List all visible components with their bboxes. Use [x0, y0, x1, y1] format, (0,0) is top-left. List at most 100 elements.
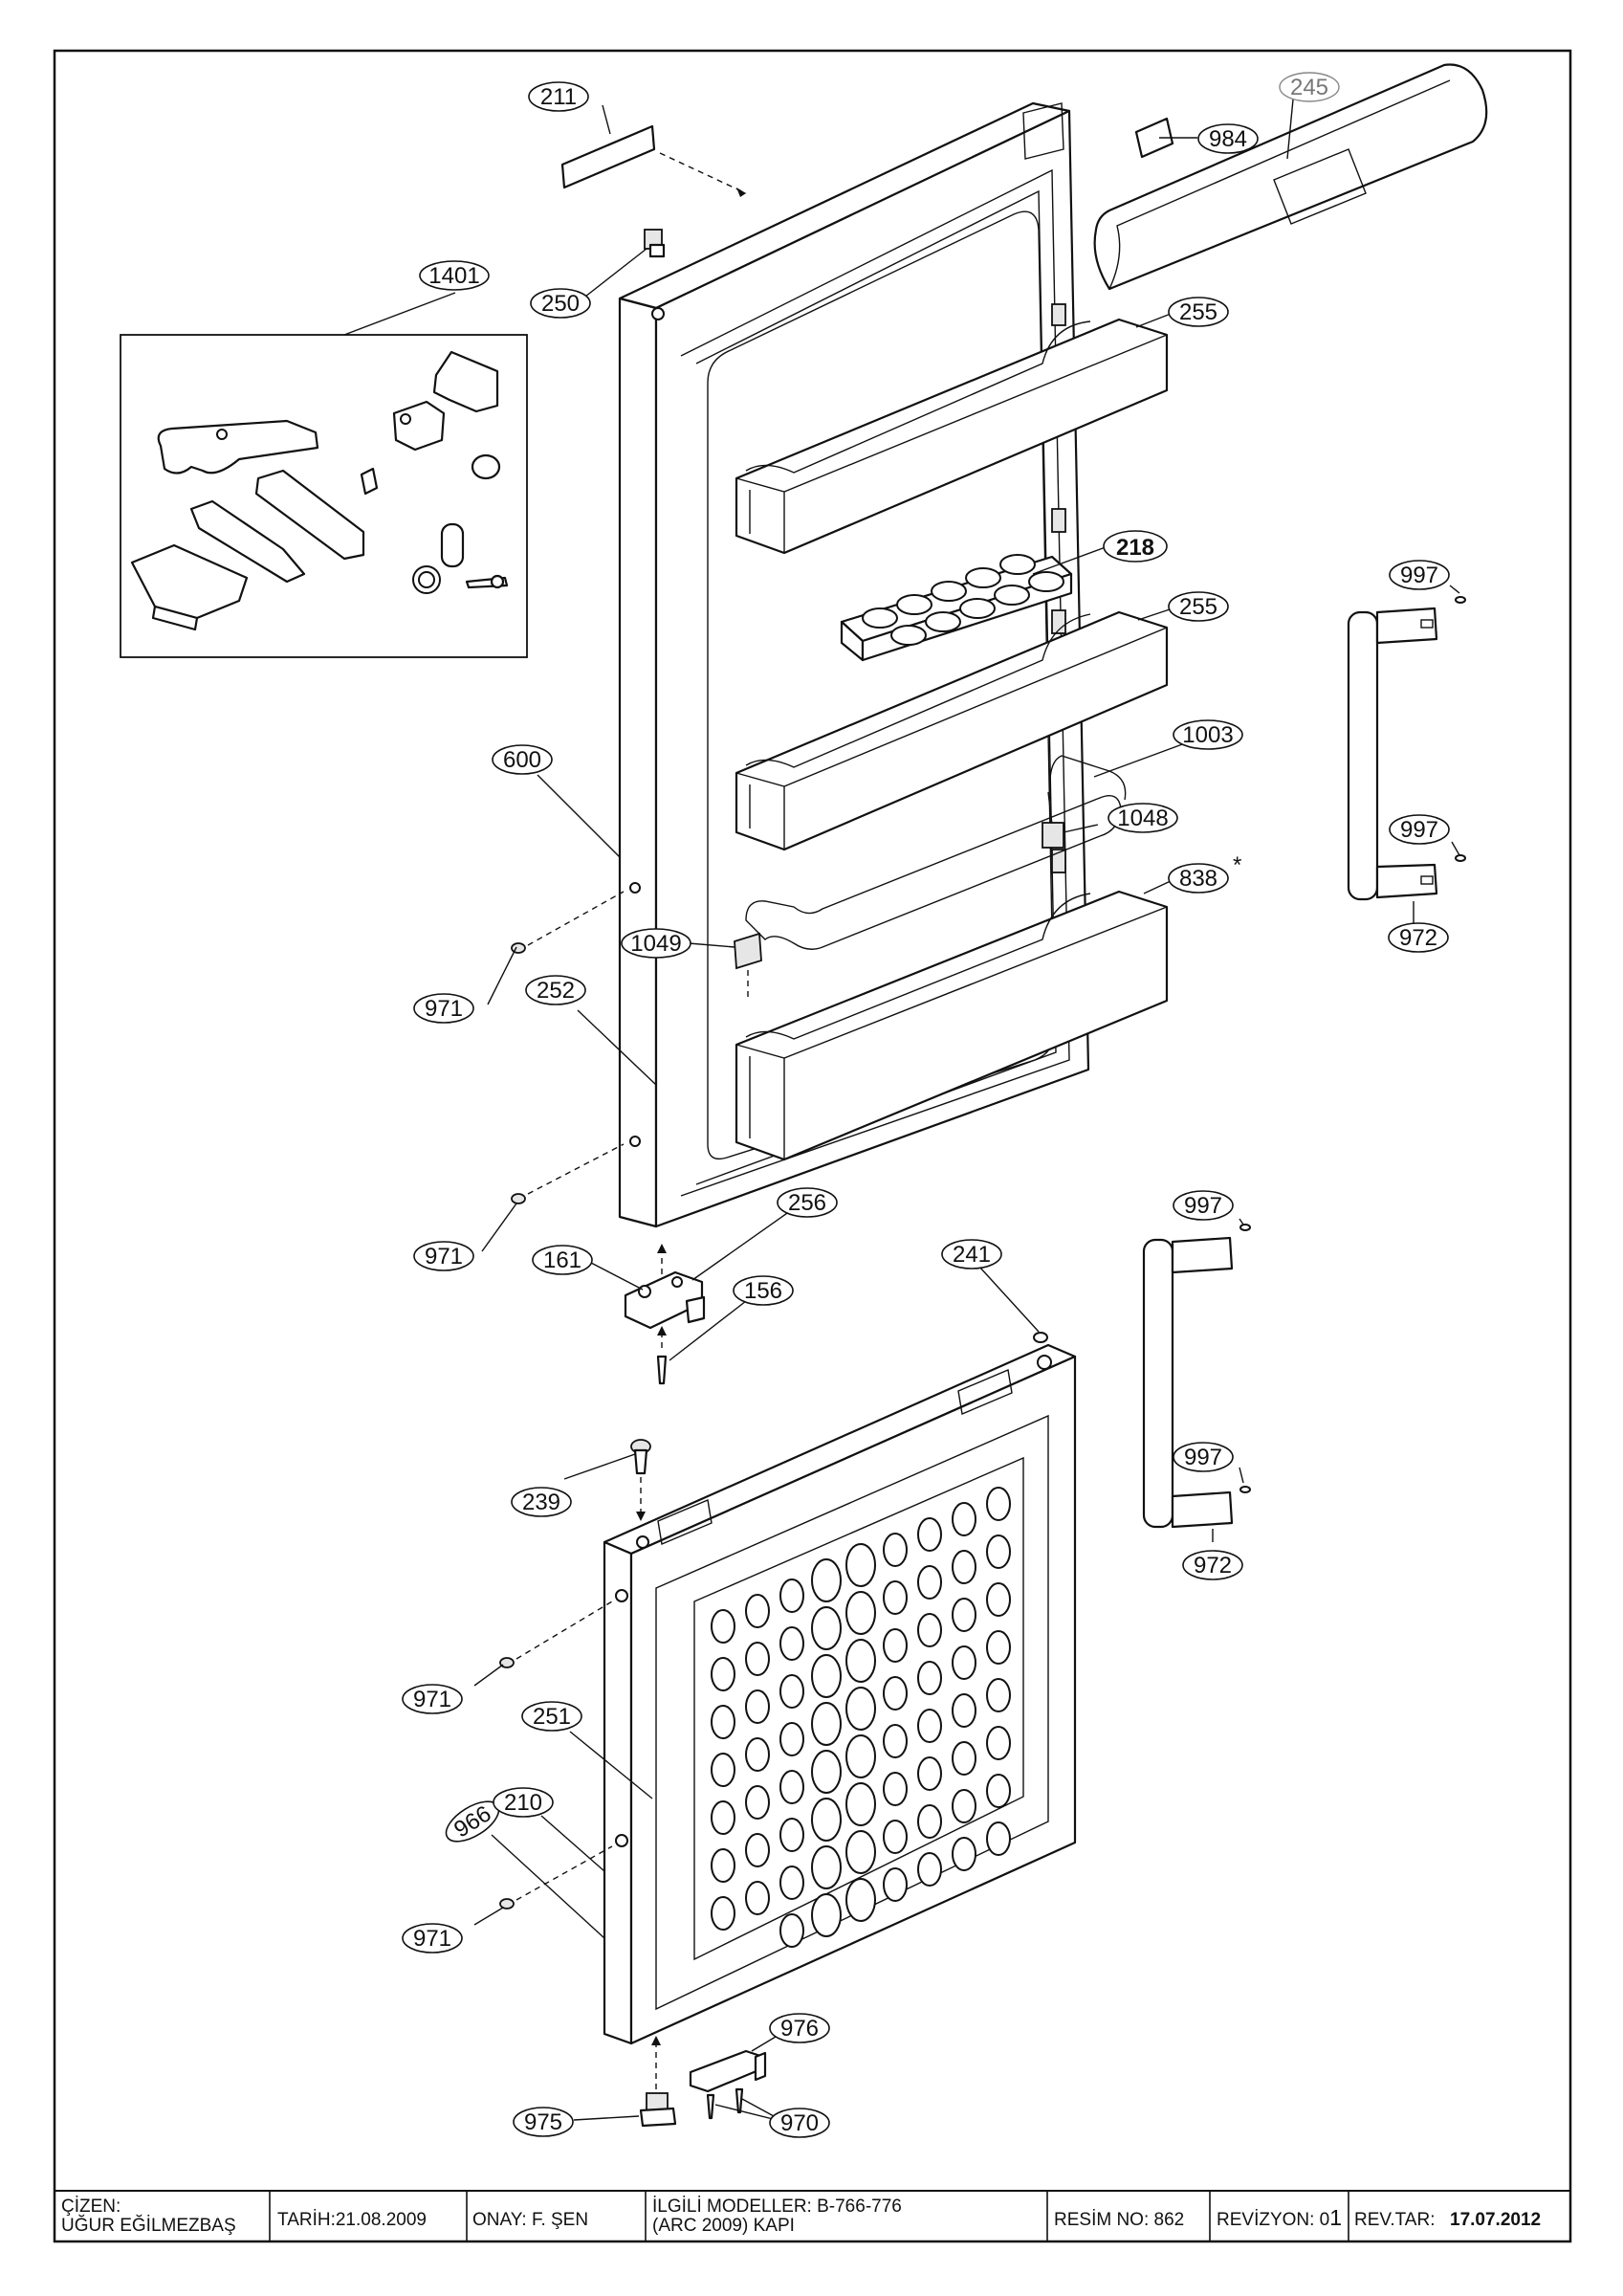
door-circle — [952, 1550, 976, 1584]
callout-text: 1049 — [630, 931, 681, 957]
callout-text: 970 — [780, 2110, 819, 2136]
door-circle — [883, 1628, 908, 1663]
callout-984: 984 — [1197, 123, 1259, 154]
part-250 — [644, 229, 666, 258]
door-circle — [917, 1756, 942, 1791]
callout-text: 252 — [537, 978, 575, 1004]
door-circle — [779, 1818, 804, 1852]
callout-161: 161 — [532, 1245, 593, 1275]
clip-1048 — [1042, 822, 1064, 849]
door-circle — [952, 1837, 976, 1871]
screw-971-lower-b — [499, 1845, 613, 1910]
callout-text: 241 — [953, 1242, 991, 1268]
door-circle — [745, 1594, 770, 1628]
door-circle — [917, 1709, 942, 1743]
door-circle — [917, 1565, 942, 1600]
door-circle — [883, 1724, 908, 1758]
callout-text: 975 — [524, 2109, 562, 2135]
tarih: TARİH:21.08.2009 — [277, 2210, 427, 2230]
door-circle — [917, 1852, 942, 1887]
door-circle — [986, 1726, 1011, 1760]
door-circle — [711, 1657, 735, 1691]
door-circle — [952, 1789, 976, 1823]
clip-1049 — [734, 932, 762, 999]
callout-250: 250 — [530, 288, 591, 319]
part-241 — [1033, 1332, 1048, 1343]
resim-no: RESİM NO: 862 — [1054, 2210, 1184, 2230]
callout-text: 971 — [425, 1244, 463, 1269]
door-circle — [779, 1770, 804, 1804]
top-cover-245 — [1093, 63, 1488, 291]
door-circle — [745, 1833, 770, 1867]
callout-text: 250 — [541, 291, 580, 317]
hinge-kit-1401 — [120, 334, 528, 658]
kit-box — [120, 334, 528, 658]
callout-text: 972 — [1194, 1553, 1232, 1578]
screw-971-upper-a — [511, 891, 625, 954]
part-984 — [1134, 117, 1174, 159]
door-circle — [883, 1772, 908, 1806]
modeller-line1: İLGİLİ MODELLER: B-766-776 — [652, 2197, 902, 2217]
sheet-border — [53, 49, 1572, 2243]
freezer-door-circle-pattern — [711, 1487, 1011, 1948]
callout-1401: 1401 — [419, 260, 490, 291]
callout-text: 245 — [1290, 75, 1328, 100]
callout-text: 256 — [788, 1190, 826, 1216]
callout-text: 161 — [543, 1247, 581, 1273]
door-shelf-838-bottom — [735, 890, 1169, 1161]
door-circle — [711, 1848, 735, 1883]
door-circle — [986, 1487, 1011, 1521]
callout-971-a: 971 — [413, 993, 474, 1024]
callout-971-b: 971 — [413, 1241, 474, 1271]
callout-1003: 1003 — [1173, 719, 1243, 750]
callout-252: 252 — [525, 975, 586, 1005]
door-circle — [845, 1830, 876, 1874]
callout-210: 210 — [493, 1787, 554, 1818]
cizen-label: ÇİZEN: — [61, 2197, 121, 2217]
door-shelf-255-top — [735, 318, 1169, 555]
door-circle — [845, 1639, 876, 1683]
cizen-name: UĞUR EĞİLMEZBAŞ — [61, 2215, 236, 2236]
door-circle — [986, 1534, 1011, 1569]
plug-239 — [630, 1439, 651, 1521]
door-circle — [811, 1606, 842, 1650]
callout-text: 210 — [504, 1790, 542, 1816]
egg-tray-218 — [840, 554, 1073, 662]
door-circle — [952, 1693, 976, 1728]
middle-hinge-256 — [624, 1244, 706, 1351]
modeller-line2: (ARC 2009) KAPI — [652, 2216, 795, 2236]
callout-241: 241 — [941, 1239, 1002, 1269]
door-circle — [883, 1676, 908, 1711]
door-circle — [779, 1674, 804, 1709]
callout-997-d: 997 — [1173, 1442, 1234, 1472]
callout-text: 997 — [1184, 1445, 1222, 1470]
door-circle — [845, 1878, 876, 1922]
callout-971-c: 971 — [402, 1684, 463, 1714]
callout-218: 218 — [1103, 530, 1168, 563]
door-circle — [711, 1705, 735, 1739]
door-circle — [952, 1645, 976, 1680]
rev-tar-value: 17.07.2012 — [1450, 2210, 1541, 2230]
callout-text: 156 — [744, 1278, 782, 1304]
door-shelf-255-middle — [735, 610, 1169, 851]
upper-handle — [1347, 596, 1466, 901]
onay: ONAY: F. ŞEN — [472, 2210, 588, 2230]
door-circle — [845, 1687, 876, 1731]
rev-tar-label: REV.TAR: — [1354, 2210, 1435, 2230]
callout-text: 255 — [1179, 299, 1217, 325]
door-circle — [745, 1785, 770, 1820]
door-circle — [779, 1866, 804, 1900]
door-circle — [883, 1533, 908, 1567]
door-circle — [779, 1722, 804, 1756]
callout-239: 239 — [511, 1487, 572, 1517]
callout-1049: 1049 — [621, 928, 691, 959]
callout-1048: 1048 — [1108, 803, 1178, 833]
door-circle — [811, 1798, 842, 1842]
door-circle — [952, 1598, 976, 1632]
door-circle — [917, 1613, 942, 1647]
callout-text: 976 — [780, 2016, 819, 2042]
door-circle — [845, 1734, 876, 1778]
door-circle — [917, 1517, 942, 1552]
callout-838: 838* — [1168, 852, 1241, 894]
